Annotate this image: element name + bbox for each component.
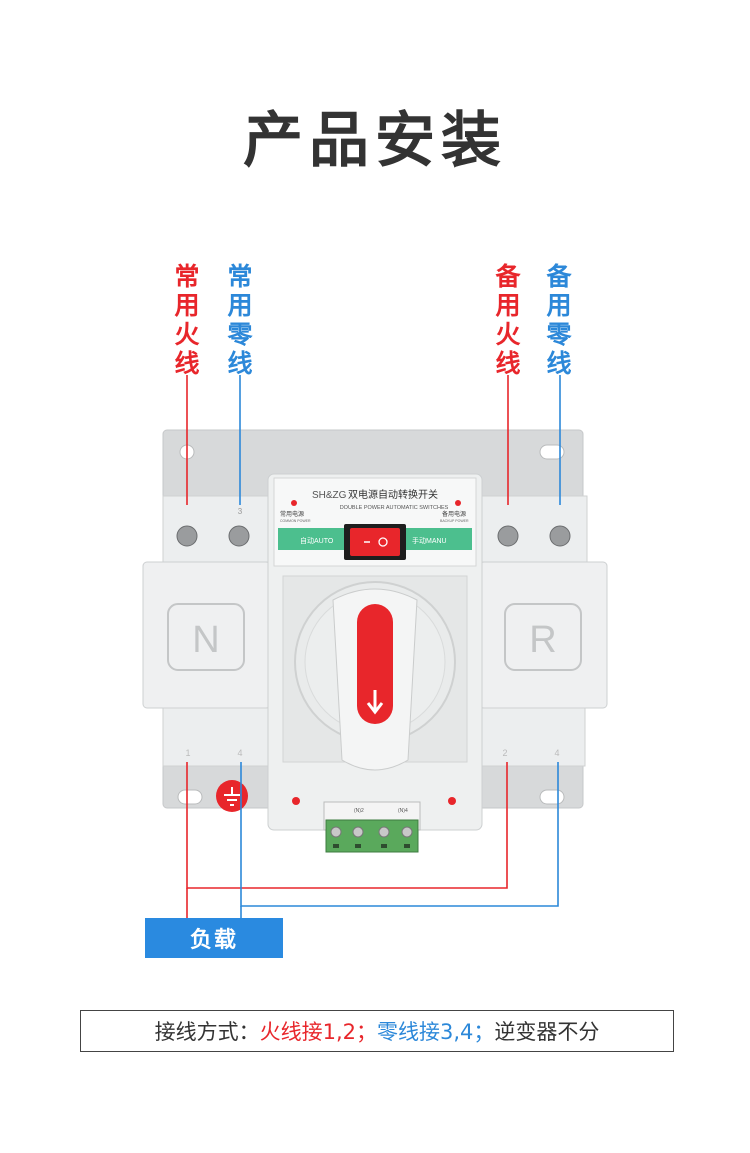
terminal-number-3: 3	[238, 507, 243, 516]
backup-power-led	[455, 500, 461, 506]
load-box: 负载	[145, 918, 283, 958]
page-title: 产品安装	[243, 106, 507, 176]
note-live: 火线接1,2；	[259, 1020, 377, 1044]
note-suffix: 逆变器不分	[494, 1020, 600, 1044]
terminal-number-1: 1	[185, 748, 190, 758]
handle-red-grip	[357, 604, 393, 724]
module-letter-r: R	[529, 619, 556, 661]
terminal-number-4: 4	[237, 748, 242, 758]
arrow-down-icon	[366, 690, 384, 715]
common-power-cn: 常用电源	[280, 510, 304, 518]
connector-label-n4: (N)4	[398, 808, 408, 814]
backup-power-en: BACKUP POWER	[440, 519, 469, 523]
brand-label: SH&ZG	[312, 490, 347, 501]
label-backup-live: 备用火线	[495, 262, 521, 378]
manual-label: 手动MANU	[412, 536, 447, 545]
signal-terminal-block	[325, 819, 419, 853]
auto-label: 自动AUTO	[300, 536, 334, 545]
terminal-number-4b: 4	[554, 748, 559, 758]
label-backup-neutral: 备用零线	[546, 262, 572, 378]
status-led-right	[448, 797, 456, 805]
device-name-en: DOUBLE POWER AUTOMATIC SWITCHES	[340, 505, 449, 511]
common-power-en: COMMON POWER	[280, 519, 311, 523]
module-letter-n: N	[192, 619, 219, 661]
device-name-cn: 双电源自动转换开关	[348, 488, 438, 501]
label-common-neutral: 常用零线	[227, 262, 253, 378]
backup-power-cn: 备用电源	[442, 510, 466, 518]
terminal-number-2: 2	[502, 748, 507, 758]
wire-live-out	[186, 762, 508, 889]
wiring-note: 接线方式： 火线接1,2； 零线接3,4； 逆变器不分	[80, 1010, 674, 1052]
status-led-left	[292, 797, 300, 805]
note-prefix: 接线方式：	[154, 1020, 260, 1044]
label-common-live: 常用火线	[174, 262, 200, 378]
note-neutral: 零线接3,4；	[377, 1020, 495, 1044]
common-power-led	[291, 500, 297, 506]
connector-label-n2: (N)2	[354, 808, 364, 814]
wire-neutral-out	[240, 762, 559, 907]
